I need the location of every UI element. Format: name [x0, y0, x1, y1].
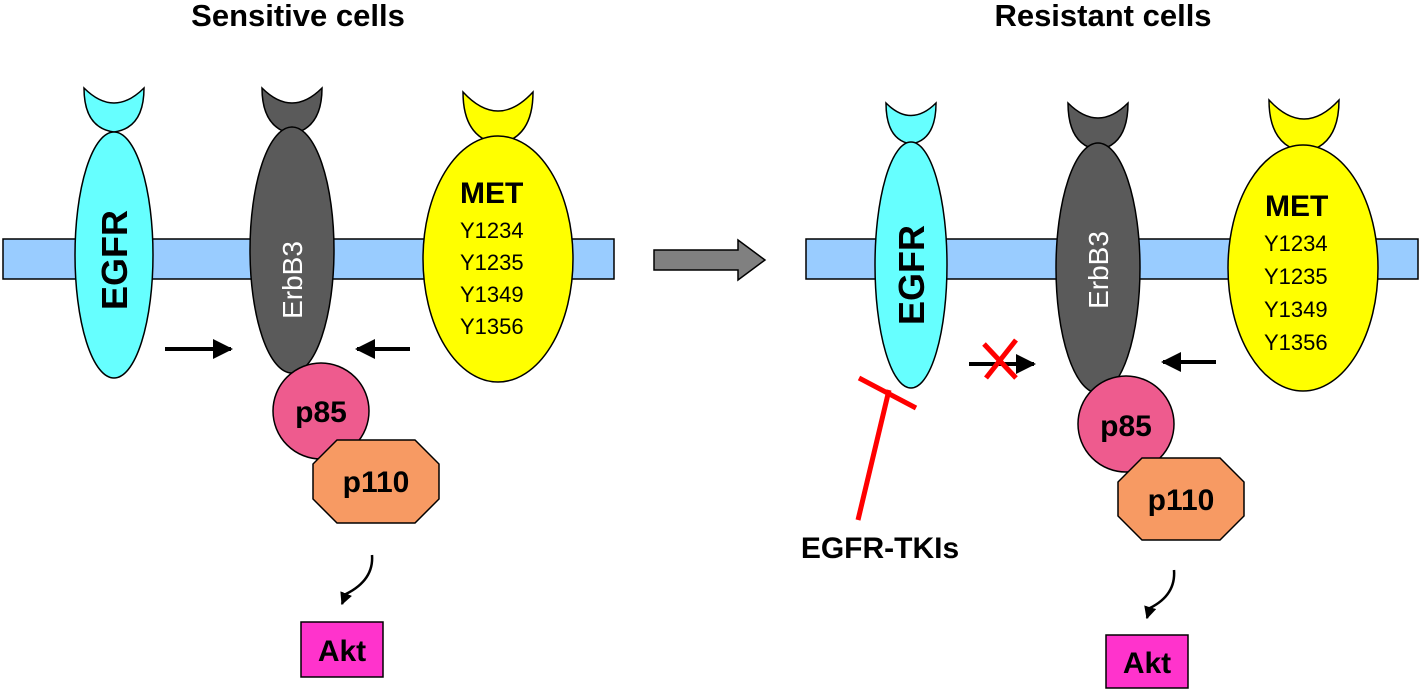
egfr-body	[874, 141, 948, 389]
met-site-y1349: Y1349	[1264, 297, 1328, 322]
p85-label: p85	[295, 396, 347, 429]
egfr-label: EGFR	[891, 225, 932, 325]
erbb3-receptor: ErbB3	[1055, 101, 1141, 394]
met-ligand-cup	[462, 90, 534, 145]
met-site-y1234: Y1234	[1264, 231, 1328, 256]
akt-box	[300, 621, 384, 678]
met-label: MET	[1265, 190, 1328, 223]
blocked-x-icon	[982, 338, 1018, 380]
met-body	[1227, 144, 1379, 392]
akt-label: Akt	[318, 635, 366, 668]
egfr-ligand-cup	[885, 101, 937, 145]
tki-label: EGFR-TKIs	[801, 532, 959, 565]
erbb3-receptor: ErbB3	[249, 86, 335, 374]
met-site-y1356: Y1356	[460, 314, 524, 339]
met-site-y1235: Y1235	[1264, 264, 1328, 289]
p110-subunit	[312, 439, 440, 524]
erbb3-label: ErbB3	[1083, 231, 1114, 309]
erbb3-ligand-cup	[261, 86, 323, 135]
tki-inhibition	[855, 375, 918, 521]
erbb3-ligand-cup	[1067, 101, 1129, 151]
egfr-label: EGFR	[94, 210, 135, 310]
p85-label: p85	[1100, 410, 1152, 443]
sensitive-title: Sensitive cells	[191, 0, 405, 33]
egfr-ligand-cup	[83, 86, 145, 133]
resistant-title: Resistant cells	[994, 0, 1211, 33]
egfr-body	[74, 131, 154, 379]
p110-subunit	[1117, 457, 1245, 541]
met-label: MET	[460, 177, 523, 210]
met-site-y1235: Y1235	[460, 250, 524, 275]
pi3k-to-akt-arrow	[340, 554, 374, 606]
erbb3-label: ErbB3	[277, 241, 308, 319]
met-receptor: MET Y1234 Y1235 Y1349 Y1356	[1227, 98, 1379, 392]
met-ligand-cup	[1268, 98, 1340, 153]
met-site-y1356: Y1356	[1264, 330, 1328, 355]
resistant-panel: Resistant cells EGFR ErbB3 MET Y1234 Y12…	[801, 0, 1419, 689]
egfr-receptor: EGFR	[874, 101, 948, 389]
pi3k-to-akt-arrow	[1144, 569, 1176, 620]
met-body	[422, 135, 574, 383]
p85-subunit	[1077, 375, 1175, 473]
akt-box	[1105, 634, 1189, 689]
p110-label: p110	[343, 466, 410, 499]
akt-label: Akt	[1123, 647, 1171, 680]
inhibition-bar	[857, 375, 918, 411]
met-receptor: MET Y1234 Y1235 Y1349 Y1356	[422, 90, 574, 383]
transition-arrow	[653, 238, 767, 282]
egfr-receptor: EGFR	[74, 86, 154, 379]
p110-label: p110	[1148, 484, 1215, 517]
met-site-y1234: Y1234	[460, 218, 524, 243]
sensitive-panel: Sensitive cells EGFR ErbB3 MET Y1234 Y12…	[2, 0, 615, 678]
met-site-y1349: Y1349	[460, 282, 524, 307]
inhibition-line	[855, 389, 892, 521]
